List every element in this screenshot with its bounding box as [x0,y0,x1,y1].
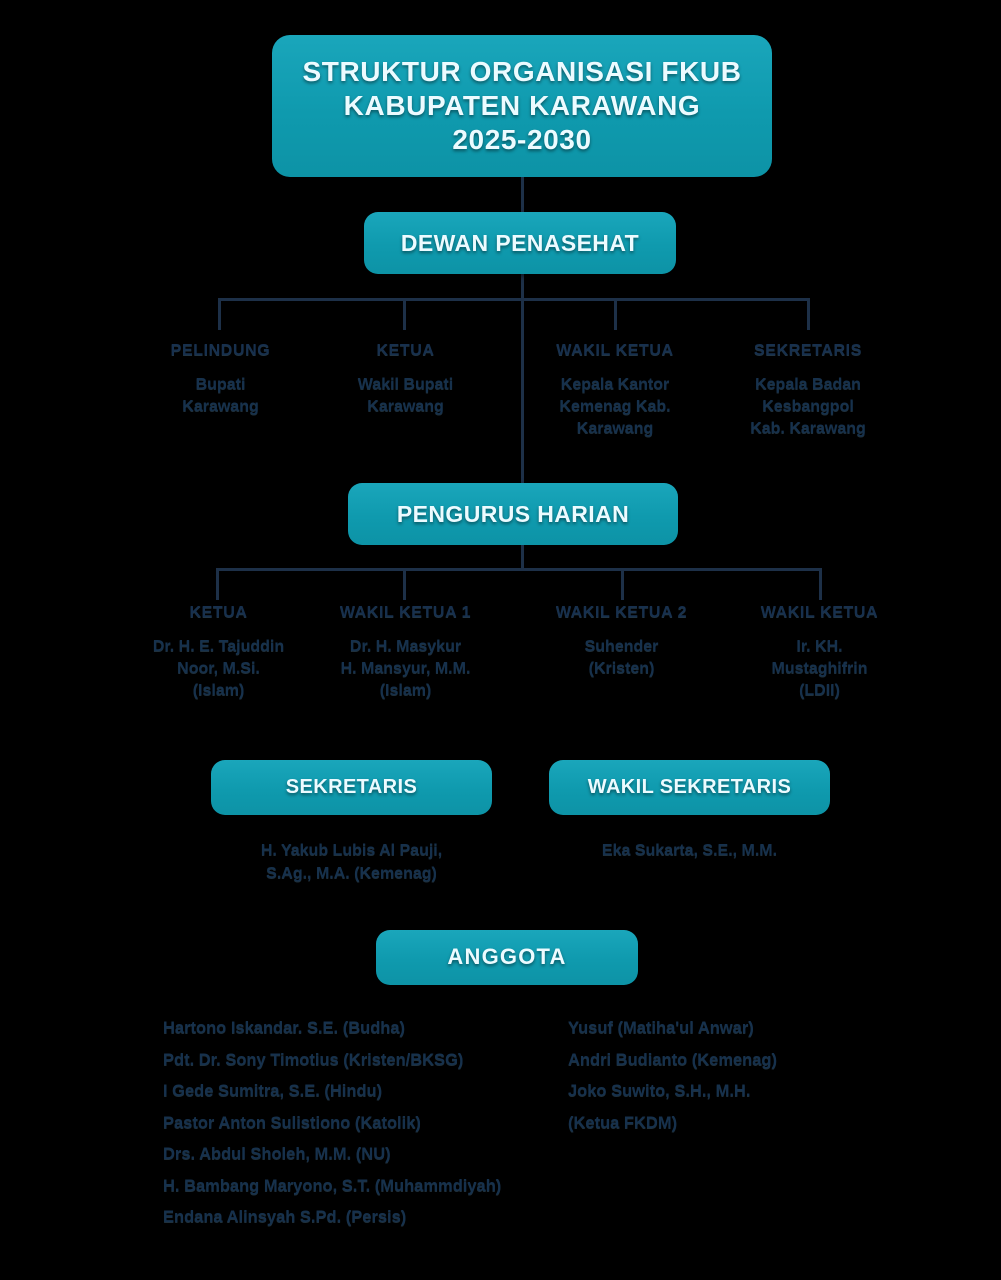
members-heading-label: ANGGOTA [447,944,567,970]
advisory-role-title: WAKIL KETUA [556,342,674,359]
secretary-label: SEKRETARIS [285,776,418,799]
connector-daily-drop-3 [621,568,624,600]
connector-advisory-bus [218,298,810,301]
vice-secretary-label: WAKIL SEKRETARIS [587,776,792,799]
list-item: Hartono Iskandar. S.E. (Budha) [163,1019,406,1037]
connector-daily-drop-4 [819,568,822,600]
advisory-heading-label: DEWAN PENASEHAT [400,229,640,256]
advisory-role-title: PELINDUNG [170,342,271,359]
list-item: Joko Suwito, S.H., M.H. [568,1082,751,1100]
list-item: Endana Alinsyah S.Pd. (Persis) [163,1208,407,1226]
connector-daily-drop-2 [403,568,406,600]
connector-title-to-advisory [521,177,524,487]
daily-role-wakil-ketua-3: WAKIL KETUA Ir. KH.Mustaghifrin(LDII) [722,604,917,702]
chart-title-box: STRUKTUR ORGANISASI FKUB KABUPATEN KARAW… [272,35,772,177]
list-item: Drs. Abdul Sholeh, M.M. (NU) [163,1145,391,1163]
secretary-name: H. Yakub Lubis Al Pauji,S.Ag., M.A. (Kem… [260,842,443,882]
daily-role-wakil-ketua-2: WAKIL KETUA 2 Suhender(Kristen) [524,604,719,680]
connector-daily-drop-1 [216,568,219,600]
list-item: Pdt. Dr. Sony Timotius (Kristen/BKSG) [163,1050,464,1069]
connector-advisory-drop-1 [218,298,221,330]
chart-title-line-3: 2025-2030 [452,124,592,156]
advisory-heading-box: DEWAN PENASEHAT [364,212,676,274]
chart-title-line-2: KABUPATEN KARAWANG [343,89,701,121]
connector-advisory-drop-3 [614,298,617,330]
advisory-role-title: SEKRETARIS [754,342,862,359]
advisory-role-title: KETUA [376,342,435,359]
daily-role-title: KETUA [189,604,248,621]
daily-role-name: Ir. KH.Mustaghifrin(LDII) [771,638,868,700]
list-item: Andri Budianto (Kemenag) [568,1050,777,1069]
daily-role-title: WAKIL KETUA 1 [339,604,472,621]
daily-heading-box: PENGURUS HARIAN [348,483,678,545]
daily-role-title: WAKIL KETUA 2 [555,604,688,621]
list-item: Yusuf (Matiha'ul Anwar) [568,1019,754,1037]
connector-advisory-drop-4 [807,298,810,330]
daily-role-name: Suhender(Kristen) [584,638,659,678]
vice-secretary-name: Eka Sukarta, S.E., M.M. [601,842,778,859]
members-heading-box: ANGGOTA [376,930,638,985]
members-list-left: Hartono Iskandar. S.E. (Budha) Pdt. Dr. … [163,1020,583,1241]
secretary-box: SEKRETARIS [211,760,492,815]
daily-role-title: WAKIL KETUA [760,604,879,621]
daily-heading-label: PENGURUS HARIAN [396,500,630,527]
chart-title-line-1: STRUKTUR ORGANISASI FKUB [302,55,742,87]
list-item: H. Bambang Maryono, S.T. (Muhammdiyah) [163,1176,502,1195]
connector-advisory-drop-2 [403,298,406,330]
members-list-right: Yusuf (Matiha'ul Anwar) Andri Budianto (… [568,1020,968,1146]
list-item: (Ketua FKDM) [568,1113,678,1132]
vice-secretary-box: WAKIL SEKRETARIS [549,760,830,815]
list-item: I Gede Sumitra, S.E. (Hindu) [163,1082,383,1100]
connector-daily-spine [521,545,524,570]
connector-daily-bus [216,568,822,571]
list-item: Pastor Anton Sulistiono (Katolik) [163,1113,421,1132]
